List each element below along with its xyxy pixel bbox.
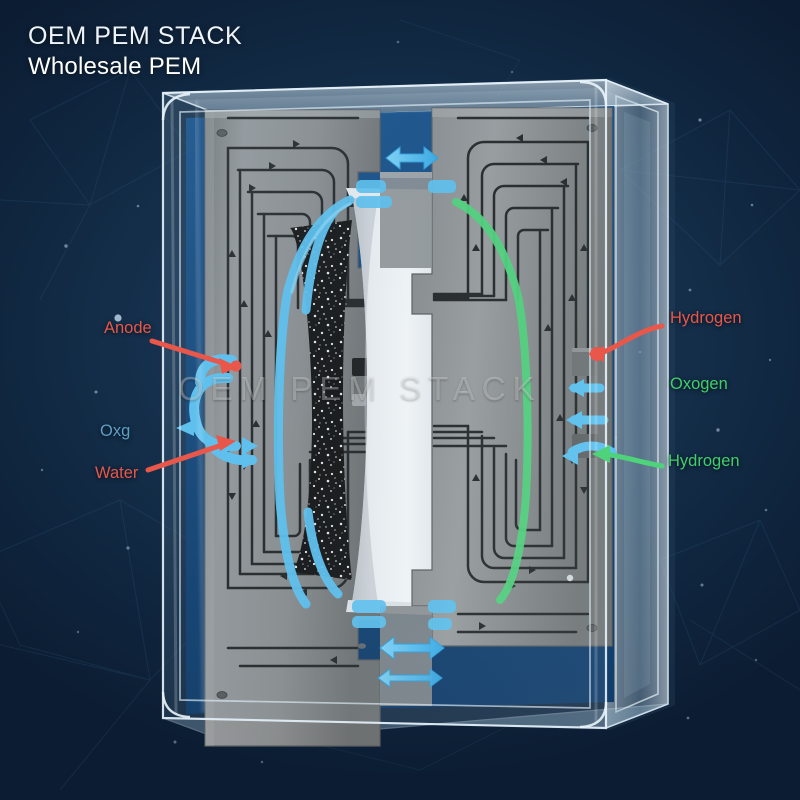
callout-arrowhead-hydrogen-green <box>592 445 610 463</box>
callout-arrowhead-hydrogen-red <box>588 346 604 362</box>
label-water: Water <box>95 464 139 482</box>
label-oxg: Oxg <box>100 422 131 440</box>
callout-arrowhead-water <box>216 435 236 451</box>
label-anode: Anode <box>104 319 152 337</box>
title-line-2: Wholesale PEM <box>28 52 202 80</box>
housing-right-side-face <box>605 78 669 730</box>
title-line-1: OEM PEM STACK <box>28 22 243 50</box>
callout-arrow-hydrogen-red <box>601 323 665 355</box>
callout-arrow-water <box>145 442 225 473</box>
label-hydrogen-green: Hydrogen <box>668 452 740 470</box>
housing-front-glass <box>161 78 608 730</box>
label-oxogen: Oxogen <box>670 375 728 393</box>
title-block: OEM PEM STACK Wholesale PEM <box>28 22 242 81</box>
label-hydrogen-red: Hydrogen <box>670 309 742 327</box>
callout-arrow-anode <box>149 338 229 367</box>
callout-arrowhead-anode <box>219 358 242 374</box>
